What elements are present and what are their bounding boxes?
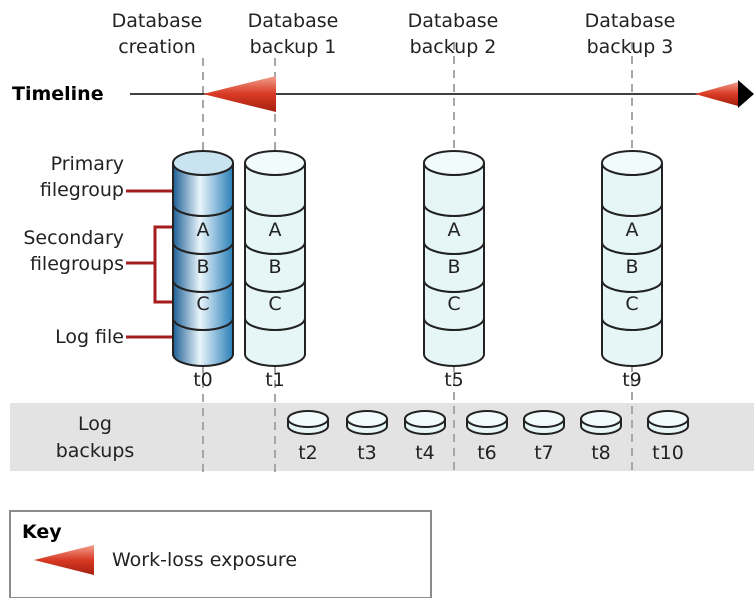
secondary-filegroups-label-2: filegroups [30,253,124,275]
milestone-2-line2: backup 2 [410,36,497,58]
secondary-callout-bracket [126,225,172,304]
log-backup-t4: t4 [404,410,446,464]
log-disk-icon [580,410,622,428]
log-backup-time: t4 [415,442,435,464]
log-disk-icon [346,410,388,428]
log-backup-t3: t3 [346,410,388,464]
cylinder-top [172,150,234,176]
filegroup-label-C: C [268,293,281,315]
log-backup-time: t7 [534,442,554,464]
filegroup-label-B: B [196,256,209,278]
secondary-filegroups-label-1: Secondary [23,227,124,249]
filegroup-label-C: C [196,293,209,315]
log-disk-icon [523,410,565,428]
filegroup-label-A: A [197,219,210,241]
filegroup-label-B: B [447,256,460,278]
log-backup-t8: t8 [580,410,622,464]
timeline-arrowhead-icon [738,80,754,108]
log-backup-t2: t2 [287,410,329,464]
cylinder-top [423,150,485,176]
log-disk-icon [404,410,446,428]
timeline-label: Timeline [12,83,104,105]
milestone-0-line1: Database [112,10,203,32]
cylinder-time-t0: t0 [193,369,213,391]
log-backup-t6: t6 [466,410,508,464]
log-backups-label-1: Log [78,413,112,435]
milestone-headers: Database creation Database backup 1 Data… [112,10,676,58]
callouts: Primary filegroup Secondary filegroups L… [23,153,172,348]
cylinder-time-t5: t5 [444,369,464,391]
cylinder-time-t9: t9 [622,369,642,391]
database-cylinder-t5: ABC [423,150,485,367]
cylinder-time-labels: t0 t1 t5 t9 [193,369,642,391]
primary-filegroup-label-1: Primary [51,153,124,175]
log-disk-icon [466,410,508,428]
log-file-label: Log file [55,326,124,348]
database-cylinder-t9: ABC [601,150,663,367]
primary-filegroup-label-2: filegroup [40,179,124,201]
key-exposure-arrow-icon [34,545,94,575]
work-loss-exposure-arrow-icon [203,76,276,112]
log-backup-time: t8 [591,442,611,464]
milestone-3-line2: backup 3 [587,36,674,58]
log-disk-icon [287,410,329,428]
milestone-2-line1: Database [408,10,499,32]
filegroup-label-B: B [268,256,281,278]
log-backup-time: t6 [477,442,497,464]
filegroup-label-C: C [447,293,460,315]
log-backup-time: t10 [652,442,684,464]
log-backup-time: t3 [357,442,377,464]
cylinder-top [601,150,663,176]
milestone-1-line2: backup 1 [250,36,337,58]
key-title: Key [22,521,62,543]
key-item-label: Work-loss exposure [112,549,297,571]
filegroup-label-A: A [448,219,461,241]
milestone-0-line2: creation [118,36,196,58]
log-disk-icon [647,410,689,428]
database-cylinder-t1: ABC [244,150,306,367]
filegroup-label-A: A [269,219,282,241]
filegroup-label-A: A [626,219,639,241]
log-backup-time: t2 [298,442,318,464]
cylinder-top [244,150,306,176]
log-backup-disks: t2 t3 t4 t6 t7 t8 t10 [287,410,689,464]
log-backups-label-2: backups [56,440,135,462]
cylinder-time-t1: t1 [265,369,285,391]
filegroup-label-C: C [625,293,638,315]
filegroup-label-B: B [625,256,638,278]
milestone-1-line1: Database [248,10,339,32]
milestone-3-line1: Database [585,10,676,32]
database-cylinder-t0: ABC [172,150,234,367]
work-loss-exposure-arrow-icon-end [695,82,738,106]
log-backup-t10: t10 [647,410,689,464]
log-backup-t7: t7 [523,410,565,464]
